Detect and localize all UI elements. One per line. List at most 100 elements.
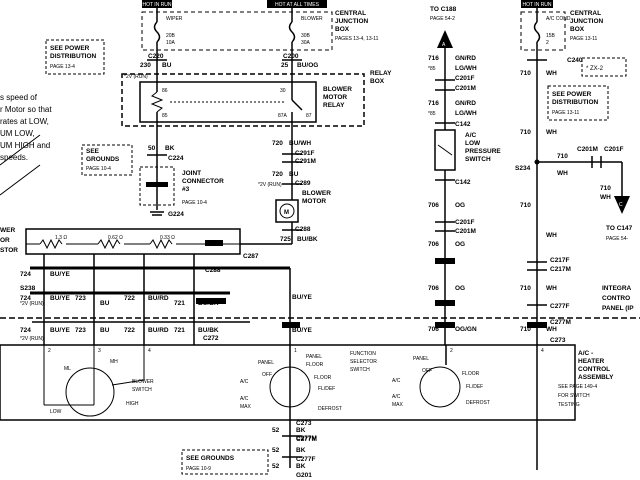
svg-text:OG/GN: OG/GN <box>455 326 477 333</box>
right-710-column: C240 710 WH * ZX-2 SEE POWER DISTRIBUTIO… <box>515 57 634 344</box>
fuse-blower: BLOWER 30B 30A <box>288 8 323 75</box>
fuse-number: 15B <box>546 33 556 39</box>
fuse-name: BLOWER <box>301 16 323 22</box>
svg-text:OG: OG <box>455 202 465 209</box>
wire-25-circuit: 25 <box>281 62 289 69</box>
svg-text:MH: MH <box>110 359 118 365</box>
svg-text:C272: C272 <box>203 335 219 342</box>
svg-text:C273: C273 <box>550 337 566 344</box>
svg-text:720: 720 <box>272 171 283 178</box>
svg-text:OFF: OFF <box>262 372 272 378</box>
svg-text:LOW: LOW <box>465 140 481 147</box>
hot-bar-mid: HOT AT ALL TIMES <box>267 0 327 8</box>
svg-text:WH: WH <box>557 170 568 177</box>
svg-text:SEE POWER: SEE POWER <box>552 91 592 98</box>
svg-text:GN/RD: GN/RD <box>455 100 476 107</box>
svg-text:*2V (RUN): *2V (RUN) <box>20 336 44 342</box>
svg-text:ASSEMBLY: ASSEMBLY <box>578 374 614 381</box>
grounds-note-top: SEE GROUNDS PAGE 10-4 <box>81 144 133 176</box>
svg-text:720: 720 <box>272 140 283 147</box>
svg-text:UM HIGH and: UM HIGH and <box>0 141 50 150</box>
svg-text:DEFROST: DEFROST <box>318 406 342 412</box>
wire-230-color: BU <box>162 62 172 69</box>
svg-text:BU/YE: BU/YE <box>50 327 71 334</box>
blower-switch: 2 3 4 ML MH LOW HIGH BLOWER SWITCH <box>43 345 154 417</box>
svg-text:OFF: OFF <box>422 368 432 374</box>
svg-text:*2V (RUN): *2V (RUN) <box>124 74 148 80</box>
svg-text:SEE PAGE 149-4: SEE PAGE 149-4 <box>558 384 597 390</box>
svg-text:721: 721 <box>174 327 185 334</box>
svg-text:speeds.: speeds. <box>0 153 28 162</box>
blower-motor-chain: 720 BU/WH C291F C291M 720 BU *2V (RUN) C… <box>258 140 331 243</box>
svg-text:710: 710 <box>520 202 531 209</box>
middle-lower-connectors: BU/YE C277M <box>282 322 547 442</box>
svg-text:C288: C288 <box>295 226 311 233</box>
svg-text:PAGE 54-: PAGE 54- <box>606 236 628 242</box>
svg-text:BU: BU <box>100 300 110 307</box>
svg-text:S234: S234 <box>515 165 531 172</box>
svg-text:C287: C287 <box>243 253 259 260</box>
svg-text:BOX: BOX <box>570 26 585 33</box>
svg-text:LG/WH: LG/WH <box>455 110 477 117</box>
svg-text:1: 1 <box>294 348 297 354</box>
svg-text:GN/RD: GN/RD <box>455 55 476 62</box>
svg-text:JOINT: JOINT <box>182 170 201 177</box>
svg-text:INTEGRA: INTEGRA <box>602 285 632 292</box>
svg-text:PANEL: PANEL <box>413 356 429 362</box>
svg-text:CENTRAL: CENTRAL <box>570 10 601 17</box>
svg-text:0.33 Ω: 0.33 Ω <box>160 235 175 241</box>
resistor-output-wires: C288 724 BU/YE S238 *2V (RUN) 724 BU/YE … <box>20 254 313 345</box>
svg-text:PAGE 13-11: PAGE 13-11 <box>552 110 580 116</box>
svg-text:SWITCH: SWITCH <box>132 387 152 393</box>
svg-text:BU/YE: BU/YE <box>292 294 313 301</box>
hot-label: HOT IN RUN <box>522 2 551 8</box>
wire-50-color: BK <box>165 145 175 152</box>
relay-box: RELAY BOX BLOWER MOTOR RELAY *2V (RUN) 8… <box>121 70 392 140</box>
svg-text:FL/DEF: FL/DEF <box>318 386 335 392</box>
svg-text:A/C: A/C <box>240 396 249 402</box>
svg-text:PRESSURE: PRESSURE <box>465 148 501 155</box>
svg-text:CENTRAL: CENTRAL <box>335 10 366 17</box>
svg-text:A/C: A/C <box>392 394 401 400</box>
svg-text:CONTROL: CONTROL <box>578 366 610 373</box>
svg-text:DISTRIBUTION: DISTRIBUTION <box>50 53 97 60</box>
svg-text:SEE: SEE <box>86 148 100 155</box>
svg-text:FL/DEF: FL/DEF <box>466 384 483 390</box>
svg-text:2: 2 <box>450 348 453 354</box>
svg-text:C289: C289 <box>295 180 311 187</box>
svg-text:C277F: C277F <box>296 456 316 463</box>
svg-text:C201F: C201F <box>604 146 624 153</box>
svg-text:52: 52 <box>272 427 280 434</box>
svg-text:CONTRO: CONTRO <box>602 295 630 302</box>
svg-text:C201F: C201F <box>455 219 475 226</box>
svg-text:706: 706 <box>428 285 439 292</box>
svg-text:A: A <box>442 42 446 48</box>
svg-text:BU: BU <box>289 171 299 178</box>
svg-text:C291M: C291M <box>295 158 316 165</box>
svg-text:S238: S238 <box>20 285 36 292</box>
svg-text:RELAY: RELAY <box>323 102 345 109</box>
svg-text:710: 710 <box>520 326 531 333</box>
svg-text:706: 706 <box>428 241 439 248</box>
svg-text:G224: G224 <box>168 211 184 218</box>
svg-text:HIGH: HIGH <box>126 401 139 407</box>
svg-text:FUNCTION: FUNCTION <box>350 351 376 357</box>
svg-text:C: C <box>619 202 623 208</box>
svg-text:BK: BK <box>296 447 306 454</box>
svg-text:LOW: LOW <box>50 409 62 415</box>
hot-label: HOT IN RUN <box>142 2 171 8</box>
svg-text:C288: C288 <box>205 267 221 274</box>
svg-text:0.62 Ω: 0.62 Ω <box>108 235 123 241</box>
svg-text:C277M: C277M <box>296 436 317 443</box>
svg-text:UM LOW,: UM LOW, <box>0 129 35 138</box>
svg-text:OG: OG <box>455 285 465 292</box>
svg-text:724: 724 <box>20 295 31 302</box>
svg-text:WH: WH <box>546 326 557 333</box>
svg-text:2: 2 <box>48 348 51 354</box>
svg-text:GROUNDS: GROUNDS <box>86 156 120 163</box>
ac-selector-switch: 2 PANEL FLOOR OFF A/C A/C MAX FL/DEF DEF… <box>392 345 544 408</box>
svg-text:4: 4 <box>541 348 544 354</box>
fuse-name: WIPER <box>166 16 183 22</box>
svg-text:FOR SWITCH: FOR SWITCH <box>558 393 590 399</box>
